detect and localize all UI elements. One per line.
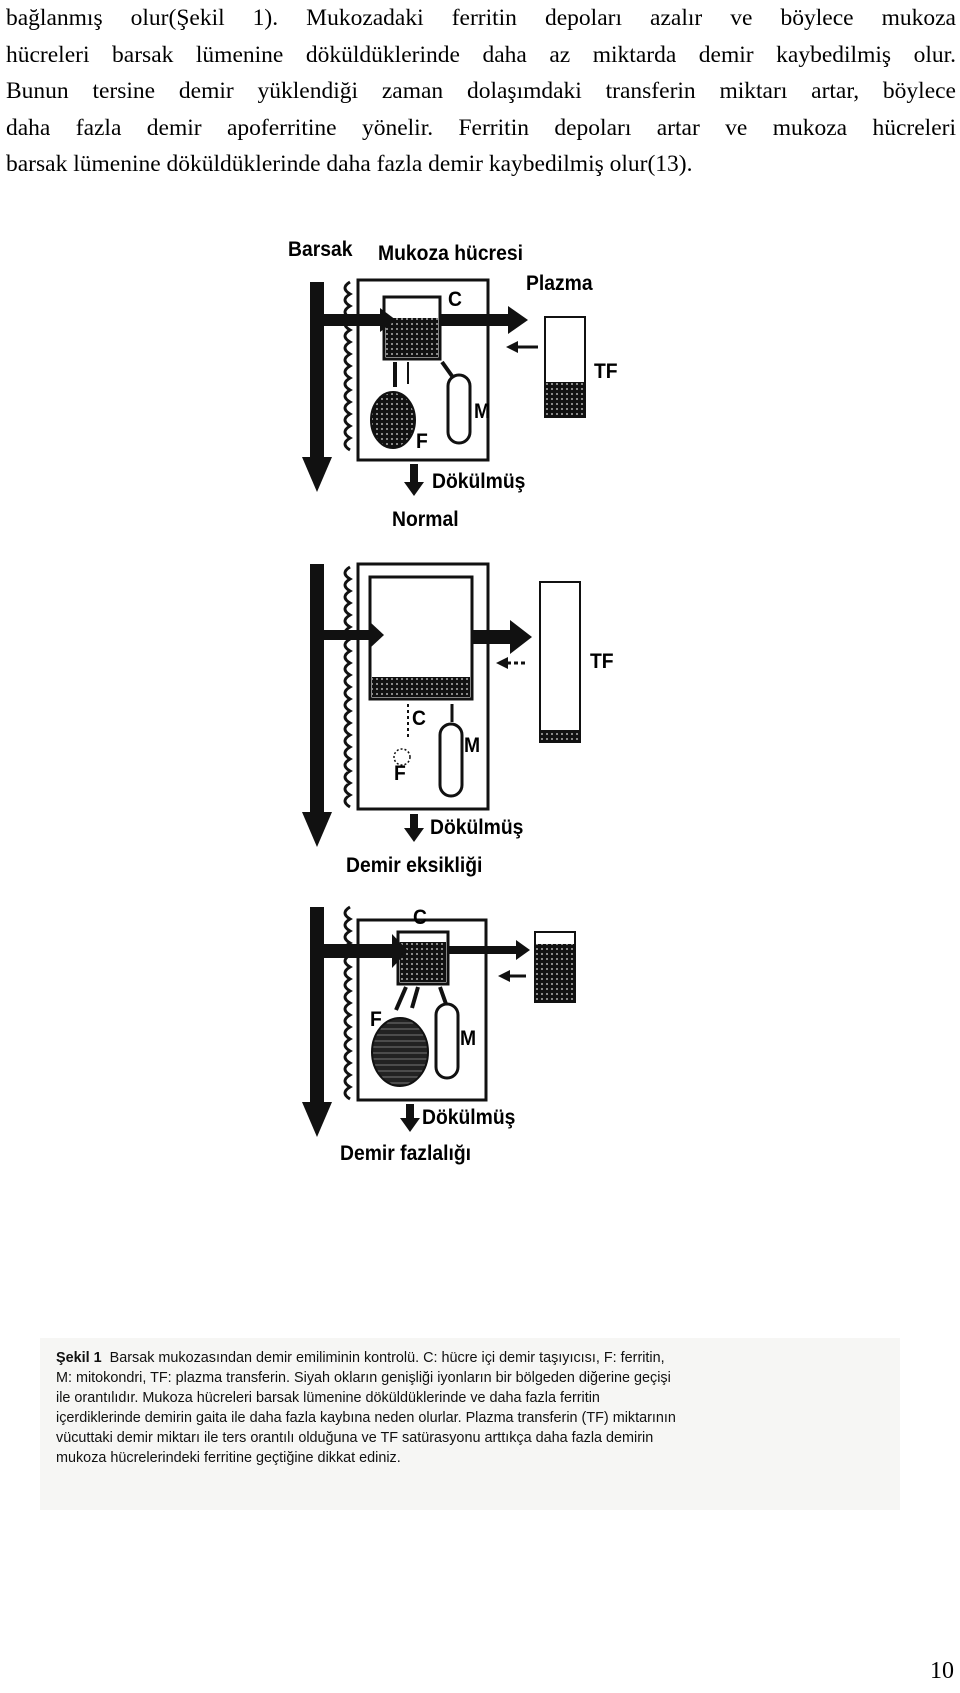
arrow-c-m [438, 986, 448, 1005]
shed-arrow [406, 1104, 414, 1122]
paragraph-line: daha fazla demir apoferritine yönelir. F… [6, 114, 956, 141]
label-tf: TF [590, 650, 614, 673]
caption-label: Şekil 1 [56, 1350, 102, 1366]
shed-arrow-head [404, 482, 424, 496]
paragraph-line: Bunun tersine demir yüklendiği zaman dol… [6, 78, 956, 104]
label-m: M [474, 400, 491, 423]
label-m: M [464, 734, 481, 757]
flow-arrow [448, 946, 518, 954]
body-paragraph: bağlanmış olur(Şekil 1). Mukozadaki ferr… [6, 0, 956, 183]
flow-arrow-head [510, 620, 532, 654]
carrier-fill [372, 677, 470, 697]
label-tf: TF [594, 360, 618, 383]
label-f: F [370, 1008, 382, 1031]
page-number: 10 [930, 1658, 954, 1684]
figure-caption: Şekil 1 Barsak mukozasından demir emilim… [40, 1338, 900, 1510]
lumen-bar [310, 564, 324, 814]
label-dokulmus: Dökülmüş [430, 816, 524, 839]
carrier-fill [386, 318, 438, 357]
shed-arrow-head [404, 828, 424, 842]
microvilli [343, 565, 353, 809]
lumen-bar [310, 282, 324, 462]
shed-arrow [410, 464, 418, 486]
label-plazma: Plazma [526, 272, 593, 295]
paragraph-line: bağlanmış olur(Şekil 1). Mukozadaki ferr… [6, 5, 956, 31]
tf-fill [546, 382, 584, 416]
label-c: C [448, 288, 462, 311]
flow-arrow [324, 944, 396, 958]
return-arrow-head [496, 657, 508, 669]
flow-arrow [440, 314, 510, 326]
lumen-bar [310, 907, 324, 1107]
lumen-arrow [302, 812, 332, 847]
ferritin-f [371, 1017, 429, 1087]
flow-arrow-head [508, 306, 528, 334]
label-m: M [460, 1027, 477, 1050]
mucosa-cell [356, 918, 488, 1102]
label-f: F [416, 430, 428, 453]
return-arrow-head [498, 970, 510, 982]
caption-line: Şekil 1 Barsak mukozasından demir emilim… [56, 1350, 665, 1366]
panel-demir-eksikligi [302, 562, 581, 847]
label-dokulmus: Dökülmüş [422, 1106, 516, 1129]
tf-fill [536, 944, 574, 1001]
microvilli [343, 905, 353, 1101]
figure-iron-absorption: Barsak Mukoza hücresi Plazma C TF M F Dö… [280, 238, 690, 1252]
mucosa-cell [356, 562, 490, 811]
label-mukoza-hucresi: Mukoza hücresi [378, 242, 523, 265]
caption-line: içerdiklerinde demirin gaita ile daha fa… [56, 1410, 676, 1426]
mitochondria-m [446, 373, 472, 445]
microvilli [343, 280, 353, 452]
label-c: C [413, 906, 427, 929]
ferritin-f [370, 391, 416, 449]
shed-arrow [410, 814, 418, 832]
arrow-c-f [394, 986, 408, 1011]
label-barsak: Barsak [288, 238, 353, 261]
flow-arrow-head [516, 940, 530, 960]
lumen-arrow [302, 1102, 332, 1137]
panel-title-normal: Normal [392, 508, 459, 531]
figure-drawing [302, 278, 586, 1137]
arrow-f-c [410, 986, 420, 1009]
flow-arrow [324, 630, 374, 640]
arrow-c-m [440, 360, 454, 378]
panel-demir-fazlaligi [302, 905, 576, 1137]
label-dokulmus: Dökülmüş [432, 470, 526, 493]
return-arrow-head [506, 341, 518, 353]
caption-line: mukoza hücrelerindeki ferritine geçtiğin… [56, 1450, 401, 1466]
mucosa-cell [356, 278, 490, 462]
shed-arrow-head [400, 1118, 420, 1132]
panel-normal [302, 278, 586, 496]
paragraph-line: hücreleri barsak lümenine döküldüklerind… [6, 41, 956, 68]
lumen-arrow [302, 457, 332, 492]
caption-line: vücuttaki demir miktarı ile ters orantıl… [56, 1430, 654, 1446]
mitochondria-m [438, 722, 464, 798]
flow-arrow-head [392, 934, 408, 968]
panel-title-demir-eksikligi: Demir eksikliği [346, 854, 483, 877]
flow-arrow [472, 630, 512, 644]
panel-title-demir-fazlaligi: Demir fazlalığı [340, 1142, 471, 1165]
mitochondria-m [434, 1002, 460, 1080]
tf-fill [541, 730, 579, 741]
ferritin-f [393, 748, 411, 766]
carrier-fill [400, 942, 446, 982]
flow-arrow [324, 314, 384, 326]
paragraph-line: barsak lümenine döküldüklerinde daha faz… [6, 151, 693, 177]
label-c: C [412, 707, 426, 730]
caption-line: M: mitokondri, TF: plazma transferin. Si… [56, 1370, 671, 1386]
flow-arrow-head [370, 622, 384, 648]
tf-column [539, 581, 581, 743]
label-f: F [394, 762, 406, 785]
caption-line: ile orantılıdır. Mukoza hücreleri barsak… [56, 1390, 600, 1406]
flow-arrow-head [380, 308, 396, 332]
